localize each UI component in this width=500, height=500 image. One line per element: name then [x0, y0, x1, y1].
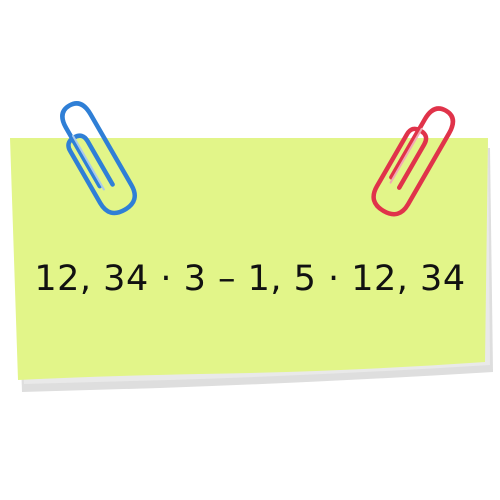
note-paper: [10, 138, 488, 380]
red-paperclip-icon: [371, 106, 456, 217]
blue-paperclip-icon: [60, 101, 137, 216]
math-expression: 12, 34 · 3 – 1, 5 · 12, 34: [34, 259, 466, 299]
